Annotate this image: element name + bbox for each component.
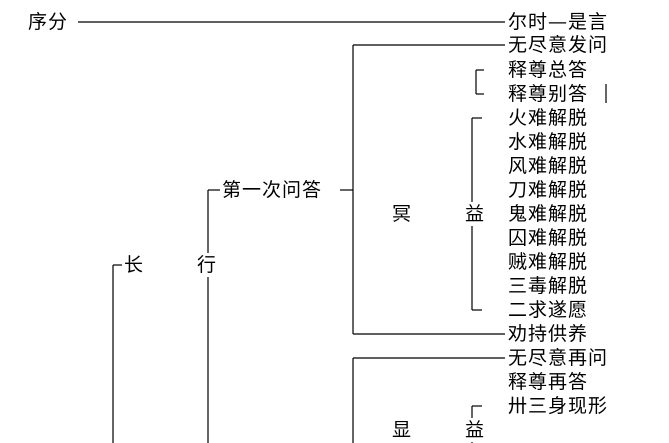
leaf-buddha-general: 释尊总答 (508, 58, 589, 82)
leaf-first-ask: 无尽意发问 (508, 33, 609, 57)
leaf-wind: 风难解脱 (508, 154, 589, 178)
leaf-opening: 尔时—是言 (508, 10, 609, 34)
leaf-thirty-three: 卅三身现形 (508, 394, 609, 418)
leaf-second-answer: 释尊再答 (508, 370, 589, 394)
title-preface: 序分 (28, 10, 69, 34)
label-main-body: 长 行 (124, 253, 241, 277)
leaf-two-wishes: 二求遂愿 (508, 298, 589, 322)
leaf-thief: 贼难解脱 (508, 250, 589, 274)
leaf-water: 水难解脱 (508, 130, 589, 154)
connector-lines (78, 21, 607, 443)
leaf-buddha-specific: 释尊别答 (508, 82, 589, 106)
leaf-three-poisons: 三毒解脱 (508, 274, 589, 298)
label-first-qa: 第一次问答 (222, 178, 323, 202)
leaf-second-ask: 无尽意再问 (508, 346, 609, 370)
leaf-blade: 刀难解脱 (508, 178, 589, 202)
leaf-ghost: 鬼难解脱 (508, 202, 589, 226)
label-manifest-benefit: 显 益 (392, 418, 509, 442)
label-hidden-benefit: 冥 益 (392, 202, 509, 226)
leaf-exhort: 劝持供养 (508, 322, 589, 346)
leaf-prison: 囚难解脱 (508, 226, 589, 250)
leaf-fire: 火难解脱 (508, 106, 589, 130)
